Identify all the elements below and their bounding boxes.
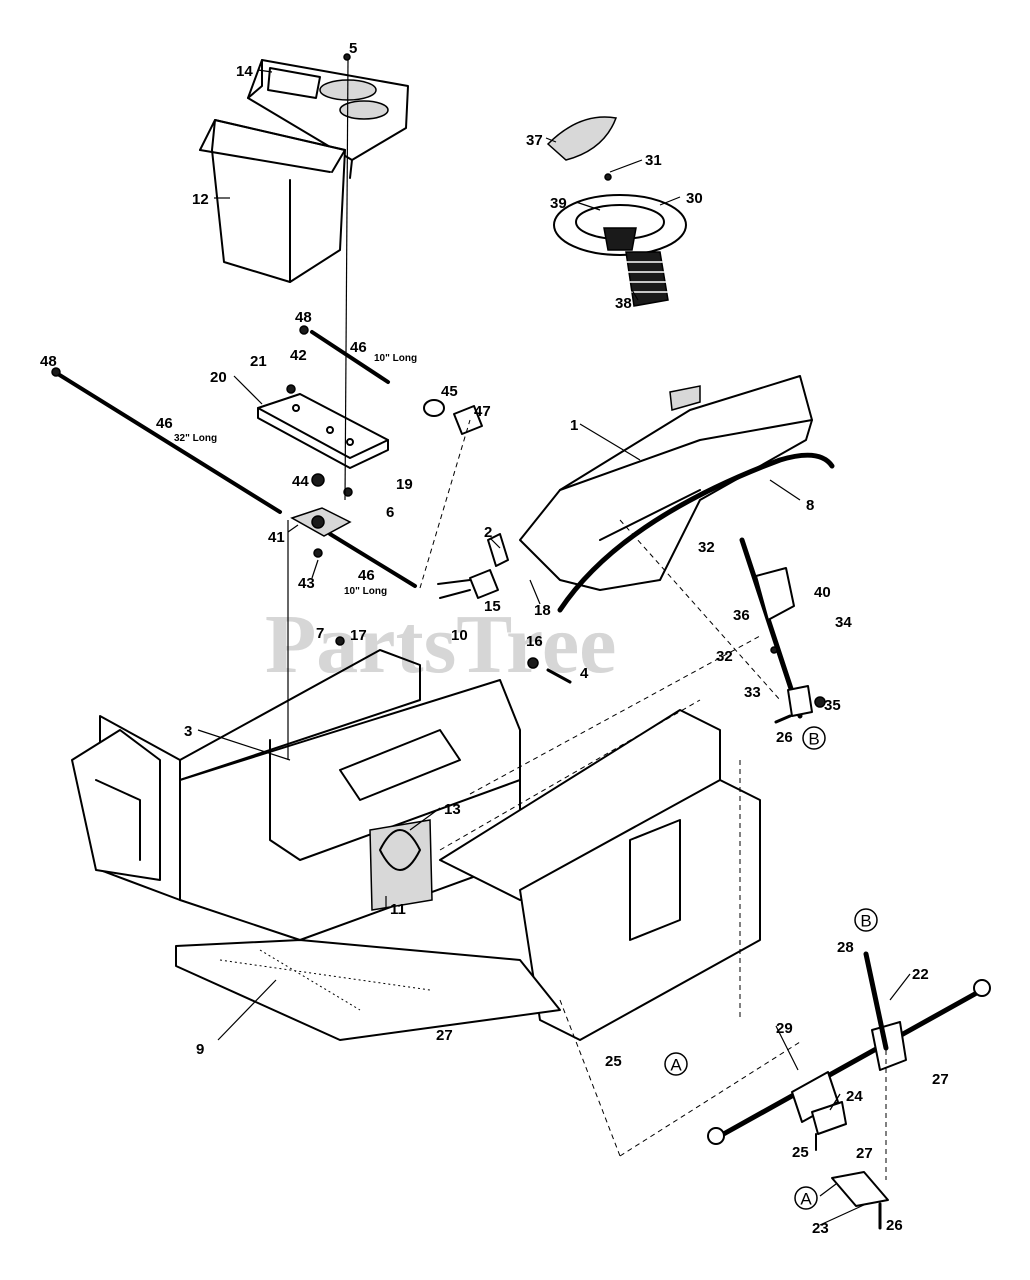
steering-rack bbox=[707, 979, 991, 1145]
floor-pan bbox=[175, 939, 561, 1041]
callout-27-bottom: 27 bbox=[856, 1145, 873, 1162]
ref-label-a-lower: A bbox=[800, 1190, 812, 1209]
callouts: 5 14 12 37 31 39 30 38 48 46 21 42 48 20… bbox=[40, 40, 949, 1237]
storage-bucket bbox=[199, 119, 346, 283]
callout-29: 29 bbox=[776, 1020, 793, 1037]
callout-43: 43 bbox=[298, 575, 315, 592]
callout-26-upper: 26 bbox=[776, 729, 793, 746]
note-32-long: 32" Long bbox=[174, 433, 217, 444]
callout-10: 10 bbox=[451, 627, 468, 644]
callout-46-10in-lower: 46 bbox=[358, 567, 375, 584]
callout-12: 12 bbox=[192, 191, 209, 208]
callout-26-bottom: 26 bbox=[886, 1217, 903, 1234]
callout-9: 9 bbox=[196, 1041, 204, 1058]
rod-32-long bbox=[56, 372, 282, 514]
dash-panel bbox=[519, 375, 813, 591]
small-hardware bbox=[51, 53, 612, 669]
callout-25-mid: 25 bbox=[605, 1053, 622, 1070]
callout-17: 17 bbox=[350, 627, 367, 644]
leader-lines bbox=[197, 69, 911, 1226]
callout-33: 33 bbox=[744, 684, 761, 701]
rod-10-long-upper bbox=[310, 330, 390, 384]
ref-label-a-mid: A bbox=[670, 1056, 682, 1075]
callout-27-left: 27 bbox=[436, 1027, 453, 1044]
ref-circle-a-lower bbox=[794, 1186, 818, 1210]
callout-22: 22 bbox=[912, 966, 929, 983]
callout-4: 4 bbox=[580, 665, 589, 682]
callout-8: 8 bbox=[806, 497, 814, 514]
trim-bar bbox=[557, 452, 835, 613]
callout-40: 40 bbox=[814, 584, 831, 601]
cup-holder-tray bbox=[247, 59, 409, 179]
callout-5: 5 bbox=[349, 40, 357, 57]
steering-boot bbox=[625, 251, 669, 307]
assembly-lines bbox=[287, 59, 887, 1180]
callout-21: 21 bbox=[250, 353, 267, 370]
callout-41: 41 bbox=[268, 529, 285, 546]
callout-48-top: 48 bbox=[295, 309, 312, 326]
callout-31: 31 bbox=[645, 152, 662, 169]
ref-circle-b-lower bbox=[854, 908, 878, 932]
callout-28: 28 bbox=[837, 939, 854, 956]
ref-label-b-upper: B bbox=[808, 730, 819, 749]
callout-42: 42 bbox=[290, 347, 307, 364]
reference-markers: B A B A bbox=[664, 726, 878, 1210]
callout-30: 30 bbox=[686, 190, 703, 207]
mounting-plate bbox=[257, 393, 389, 469]
callout-34: 34 bbox=[835, 614, 852, 631]
callout-24: 24 bbox=[846, 1088, 863, 1105]
callout-47: 47 bbox=[474, 403, 491, 420]
callout-19: 19 bbox=[396, 476, 413, 493]
note-10-long-lower: 10" Long bbox=[344, 586, 387, 597]
steering-wheel-cap bbox=[546, 116, 618, 161]
callout-37: 37 bbox=[526, 132, 543, 149]
callout-1: 1 bbox=[570, 417, 578, 434]
rear-side-panel bbox=[71, 729, 161, 881]
callout-32-top: 32 bbox=[698, 539, 715, 556]
pivot-bracket bbox=[290, 507, 352, 537]
bushing bbox=[423, 399, 483, 435]
steering-shaft bbox=[739, 537, 826, 724]
callout-35: 35 bbox=[824, 697, 841, 714]
callout-16: 16 bbox=[526, 633, 543, 650]
steering-arm bbox=[863, 951, 889, 1051]
note-10-long-upper: 10" Long bbox=[374, 353, 417, 364]
callout-36: 36 bbox=[733, 607, 750, 624]
callout-6: 6 bbox=[386, 504, 394, 521]
callout-46-32in: 46 bbox=[156, 415, 173, 432]
callout-18: 18 bbox=[534, 602, 551, 619]
callout-27-right: 27 bbox=[932, 1071, 949, 1088]
callout-23: 23 bbox=[812, 1220, 829, 1237]
ref-circle-a-mid bbox=[664, 1052, 688, 1076]
gear-clamp bbox=[811, 1101, 847, 1151]
callout-7: 7 bbox=[316, 625, 324, 642]
callout-2: 2 bbox=[484, 524, 492, 541]
callout-13: 13 bbox=[444, 801, 461, 818]
rod-10-long-lower bbox=[328, 532, 417, 588]
callout-32-mid: 32 bbox=[716, 648, 733, 665]
steering-wheel bbox=[553, 194, 687, 256]
bottom-bracket bbox=[831, 1171, 889, 1230]
callout-11: 11 bbox=[390, 901, 406, 918]
callout-38: 38 bbox=[615, 295, 632, 312]
callout-3: 3 bbox=[184, 723, 192, 740]
callout-14: 14 bbox=[236, 63, 253, 80]
linkage-parts bbox=[437, 533, 572, 684]
callout-25-right: 25 bbox=[792, 1144, 809, 1161]
length-notes: 10" Long 32" Long 10" Long bbox=[174, 353, 417, 597]
ref-label-b-lower: B bbox=[860, 912, 871, 931]
callout-39: 39 bbox=[550, 195, 567, 212]
callout-48-left: 48 bbox=[40, 353, 57, 370]
callout-44: 44 bbox=[292, 473, 309, 490]
ref-circle-b-upper bbox=[802, 726, 826, 750]
callout-15: 15 bbox=[484, 598, 501, 615]
callout-46-10in-upper: 46 bbox=[350, 339, 367, 356]
callout-20: 20 bbox=[210, 369, 227, 386]
callout-45: 45 bbox=[441, 383, 458, 400]
